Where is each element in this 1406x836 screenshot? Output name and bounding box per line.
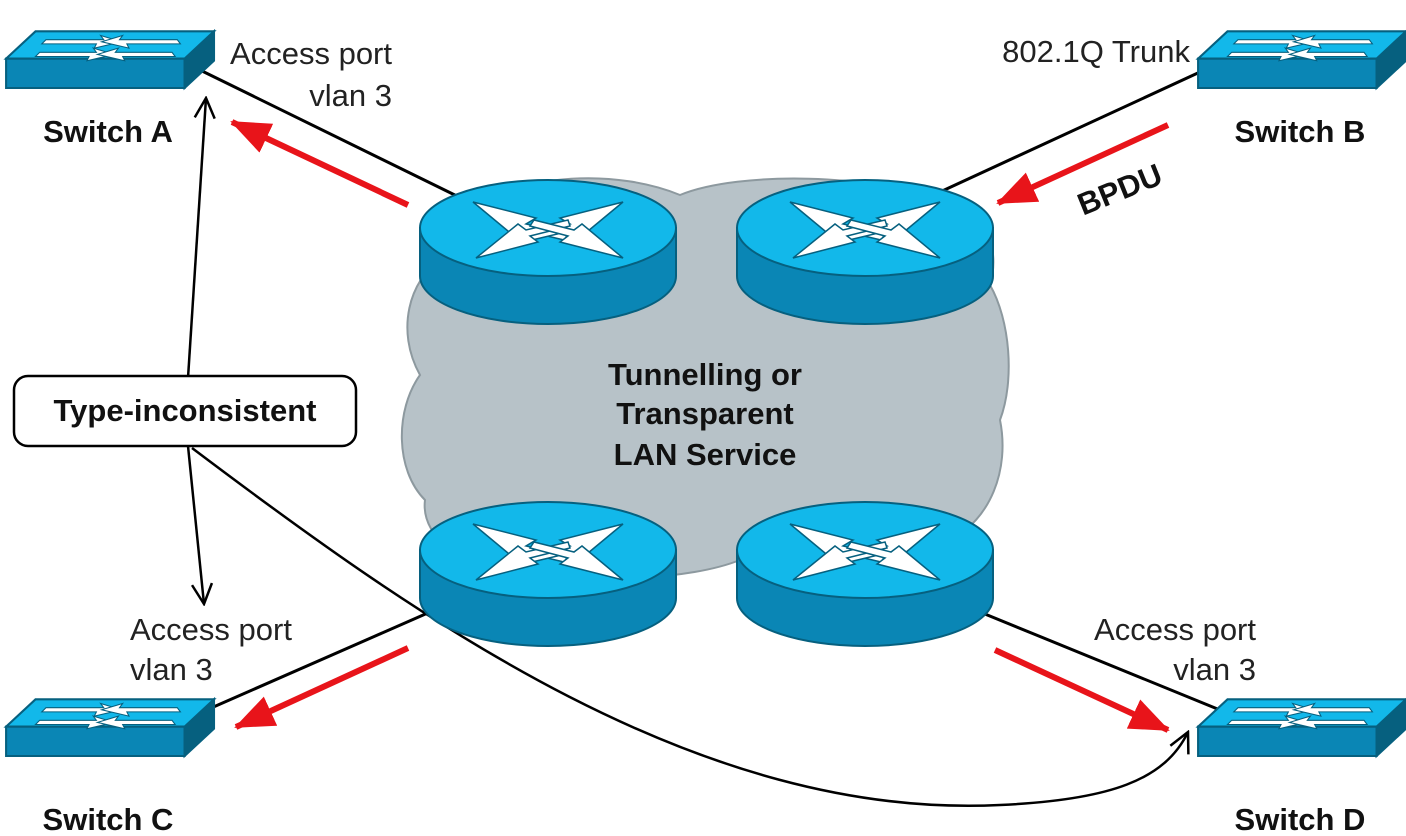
port-c-line1: Access port <box>130 612 292 647</box>
switch-c-label: Switch C <box>43 802 174 836</box>
type-inconsistent-label: Type-inconsistent <box>54 393 317 428</box>
router-top-left <box>419 179 677 325</box>
port-a-line1: Access port <box>230 36 392 71</box>
cloud-label-line1: Tunnelling or <box>608 357 802 392</box>
link-c <box>201 610 431 714</box>
callout-to-c-line <box>186 445 204 604</box>
switch-c <box>5 698 216 758</box>
arrow-to-switch-d <box>993 647 1170 733</box>
switch-d <box>1197 698 1406 758</box>
switch-b-label: Switch B <box>1235 114 1366 149</box>
port-d-line1: Access port <box>1094 612 1256 647</box>
port-a-line2: vlan 3 <box>309 78 392 113</box>
switch-d-label: Switch D <box>1235 802 1366 836</box>
router-bottom-left <box>419 501 677 647</box>
router-top-right <box>736 179 994 325</box>
bpdu-arrow <box>996 122 1170 206</box>
port-c-line2: vlan 3 <box>130 652 213 687</box>
switch-a <box>5 30 216 90</box>
arrow-to-switch-a <box>230 119 410 208</box>
callout-to-a-line <box>186 98 206 379</box>
switch-a-label: Switch A <box>43 114 173 149</box>
arrow-to-switch-c <box>234 645 410 730</box>
port-b-line1: 802.1Q Trunk <box>1002 34 1190 69</box>
callout-to-d-curve <box>191 447 1188 808</box>
cloud-label-line3: LAN Service <box>614 437 797 472</box>
link-d <box>979 610 1221 712</box>
port-d-line2: vlan 3 <box>1173 652 1256 687</box>
type-inconsistent-callout <box>12 374 358 448</box>
link-a <box>199 68 466 202</box>
cloud-label-line2: Transparent <box>616 396 793 431</box>
switch-b <box>1197 30 1406 90</box>
link-b <box>939 70 1201 194</box>
bpdu-label: BPDU <box>1073 157 1168 222</box>
router-bottom-right <box>736 501 994 647</box>
